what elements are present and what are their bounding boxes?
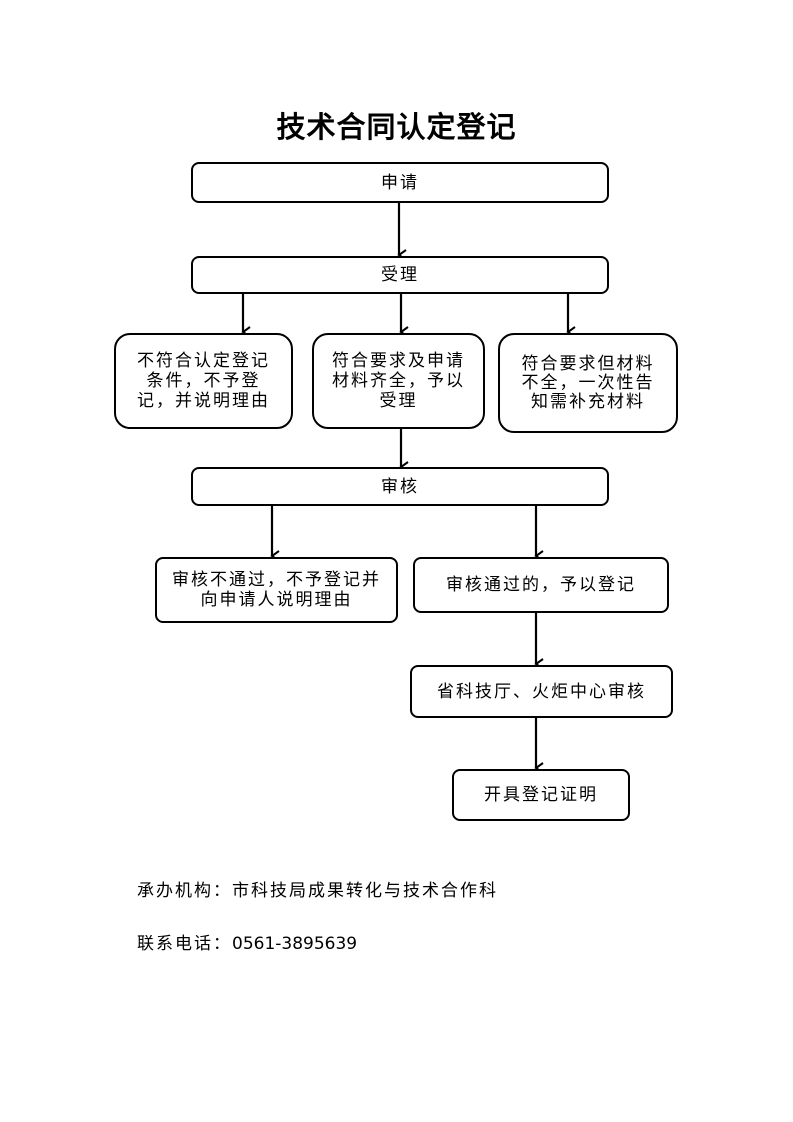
step-review-label: 审核 [381,476,419,497]
step-accept-label: 受理 [381,265,419,285]
step-apply: 申请 [191,162,609,203]
step-supplement-label: 符合要求但材料不全，一次性告知需补充材料 [521,353,655,412]
phone-line: 联系电话：0561-3895639 [137,929,357,954]
phone-value: 0561-3895639 [232,934,358,954]
page-title: 技术合同认定登记 [276,110,517,144]
step-review-pass-label: 审核通过的，予以登记 [446,575,636,595]
step-review: 审核 [191,467,609,506]
organizer-line: 承办机构：市科技局成果转化与技术合作科 [137,876,498,901]
step-review-fail: 审核不通过，不予登记并向申请人说明理由 [155,557,398,623]
step-accepted: 符合要求及申请材料齐全，予以受理 [312,333,485,429]
step-apply-label: 申请 [381,172,419,193]
organizer-value: 市科技局成果转化与技术合作科 [232,881,498,901]
step-province-review-label: 省科技厅、火炬中心审核 [437,681,646,702]
step-review-pass: 审核通过的，予以登记 [413,557,669,613]
organizer-label: 承办机构： [137,881,232,901]
step-reject-accept-label: 不符合认定登记条件，不予登记，并说明理由 [137,351,270,411]
step-accept: 受理 [191,256,609,294]
step-accepted-label: 符合要求及申请材料齐全，予以受理 [332,351,465,411]
step-certificate-label: 开具登记证明 [484,785,598,805]
step-province-review: 省科技厅、火炬中心审核 [410,665,673,718]
step-review-fail-label: 审核不通过，不予登记并向申请人说明理由 [172,570,381,610]
step-certificate: 开具登记证明 [452,769,630,821]
step-supplement: 符合要求但材料不全，一次性告知需补充材料 [498,333,678,433]
phone-label: 联系电话： [137,934,232,954]
step-reject-accept: 不符合认定登记条件，不予登记，并说明理由 [114,333,293,429]
